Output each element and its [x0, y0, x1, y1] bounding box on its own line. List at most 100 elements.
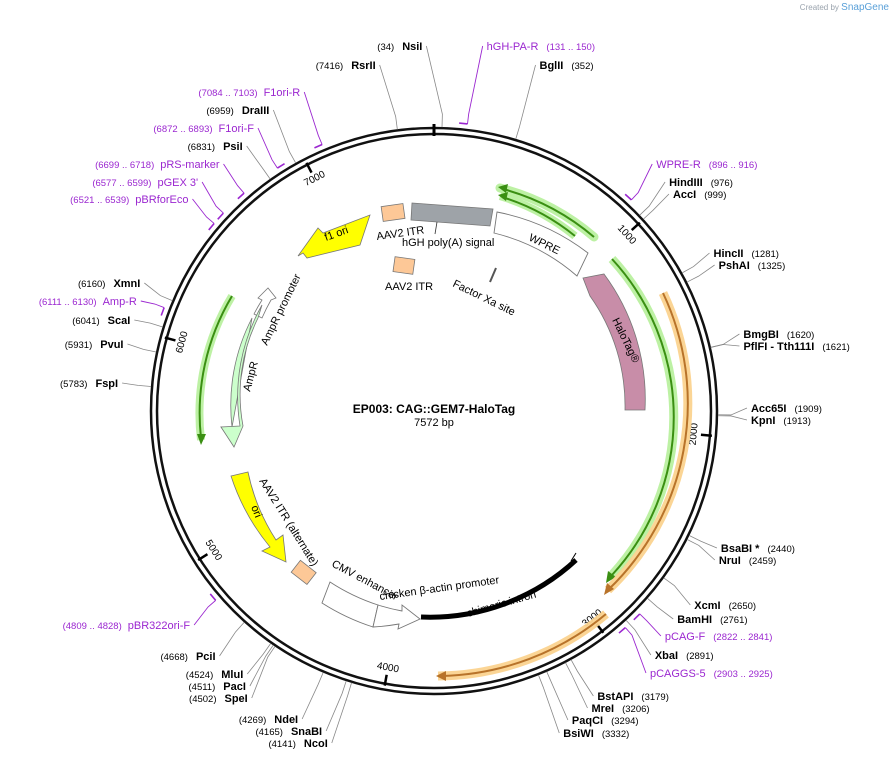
site-name: BglII — [540, 60, 564, 72]
plasmid-name: EP003: CAG::GEM7-HaloTag — [353, 402, 515, 416]
site-label-hindiii: HindIII(976) — [669, 177, 733, 189]
site-name: PciI — [196, 651, 216, 663]
primer-name: pCAG-F — [665, 631, 706, 643]
feature-factor-xa — [489, 267, 497, 283]
site-leader-4 — [681, 252, 710, 274]
site-leader-29 — [144, 282, 173, 302]
primer-sites: hGH-PA-R(131 .. 150)WPRE-R(896 .. 916)pC… — [39, 41, 773, 680]
orf-arc-right-line — [611, 258, 675, 576]
feature-f1-ori — [297, 214, 371, 259]
site-name: RsrII — [351, 60, 375, 72]
feature-hgh-polya — [410, 202, 494, 227]
site-leader-21 — [301, 672, 324, 720]
site-leader-19 — [331, 682, 352, 744]
site-leader-14 — [625, 619, 652, 656]
orf-arc-wpre2-line — [501, 196, 576, 237]
site-leader-22 — [251, 646, 276, 699]
site-label-acci: AccI(999) — [673, 189, 726, 201]
site-name: BstAPI — [597, 691, 633, 703]
site-leader-11 — [687, 539, 716, 561]
site-name: PaqCI — [572, 715, 603, 727]
orf-arc-right-head — [606, 571, 616, 583]
site-name: PacI — [223, 681, 246, 693]
site-leader-32 — [379, 64, 398, 130]
site-position: (2761) — [720, 615, 747, 626]
primer-leader-6 — [192, 198, 215, 224]
credit-prefix: Created by — [799, 3, 839, 12]
site-label-bamhi: BamHI (2761) — [677, 614, 747, 626]
feature-aav2-itr-alt — [290, 559, 317, 586]
primer-leader-3 — [625, 627, 647, 674]
site-position: (1621) — [822, 342, 849, 353]
primer-flag-2 — [633, 613, 641, 621]
primer-leader-8 — [223, 163, 245, 194]
primer-position: (2822 .. 2841) — [713, 632, 772, 643]
site-leader-31 — [272, 109, 297, 164]
site-position: (6831) — [188, 142, 215, 153]
site-name: BsiWI — [563, 728, 594, 740]
site-name: MluI — [221, 669, 243, 681]
orf-arcs — [195, 183, 693, 681]
site-label-acc65i: Acc65I(1909) — [751, 403, 822, 415]
site-position: (4141) — [268, 739, 295, 750]
orf-arc-orange-bottom-head — [436, 671, 446, 681]
site-position: (1909) — [794, 404, 821, 415]
feature-aav2-itr-2-label: AAV2 ITR — [385, 281, 433, 293]
site-position: (4269) — [239, 715, 266, 726]
primer-label-pgex-3-: pGEX 3' (6577 .. 6599) — [92, 177, 198, 189]
orf-arc-orange-bottom-line — [441, 613, 607, 677]
site-label-fspi: FspI(5783) — [60, 378, 118, 390]
site-position: (3294) — [611, 716, 638, 727]
site-position: (7416) — [316, 61, 343, 72]
orf-arc-left-head — [197, 434, 206, 445]
primer-leader-4 — [193, 600, 216, 626]
site-position: (6160) — [78, 279, 105, 290]
primer-position: (7084 .. 7103) — [198, 88, 257, 99]
primer-leader-1 — [631, 163, 653, 201]
site-leader-15 — [570, 659, 594, 697]
snapgene-credit: Created by SnapGene — [800, 2, 889, 13]
site-position: (3332) — [602, 729, 629, 740]
site-label-pvui: PvuI(5931) — [65, 339, 124, 351]
site-label-paqci: PaqCI (3294) — [572, 715, 639, 727]
site-name: XmnI — [113, 278, 140, 290]
ruler-tick-2000 — [700, 433, 713, 437]
primer-position: (6699 .. 6718) — [95, 160, 154, 171]
primer-leader-5 — [140, 300, 165, 309]
feature-aav2-itr-2 — [392, 256, 416, 275]
site-label-bstapi: BstAPI(3179) — [597, 691, 669, 703]
primer-flag-1 — [624, 193, 632, 201]
ruler-tick-1000 — [630, 221, 641, 232]
site-label-xcmi: XcmI(2650) — [694, 600, 756, 612]
feature-factor-xa-label: Factor Xa site — [451, 278, 517, 319]
site-leader-10 — [689, 535, 718, 549]
primer-flag-4 — [209, 593, 217, 601]
site-name: BamHI — [677, 614, 712, 626]
feature-halotag — [582, 273, 646, 411]
primer-position: (6872 .. 6893) — [153, 124, 212, 135]
primer-label-pcag-f: pCAG-F (2822 .. 2841) — [665, 631, 773, 643]
primer-name: pCAGGS-5 — [650, 668, 706, 680]
ruler-tick-4000 — [383, 674, 388, 686]
site-position: (2891) — [686, 651, 713, 662]
site-leader-9 — [717, 415, 748, 421]
feature-hgh-polya-label: hGH poly(A) signal — [402, 237, 494, 249]
ruler-tick-6000 — [164, 336, 176, 342]
site-leader-27 — [127, 343, 157, 353]
site-leader-13 — [647, 598, 674, 620]
site-position: (4511) — [189, 682, 216, 693]
site-label-hincii: HincII(1281) — [714, 248, 779, 260]
feature-ori — [230, 471, 287, 563]
primer-name: pRS-marker — [160, 159, 220, 171]
site-name: PshAI — [719, 260, 750, 272]
site-name: MreI — [591, 703, 614, 715]
site-name: BsaBI * — [721, 543, 760, 555]
feature-aav2-itr — [380, 203, 406, 222]
feature-chicken-actin-promoter — [372, 604, 421, 630]
site-position: (2440) — [767, 544, 794, 555]
site-label-paci: PacI (4511) — [189, 681, 246, 693]
site-position: (352) — [571, 61, 593, 72]
primer-name: F1ori-R — [264, 87, 301, 99]
primer-position: (6577 .. 6599) — [92, 178, 151, 189]
primer-name: pGEX 3' — [157, 177, 198, 189]
